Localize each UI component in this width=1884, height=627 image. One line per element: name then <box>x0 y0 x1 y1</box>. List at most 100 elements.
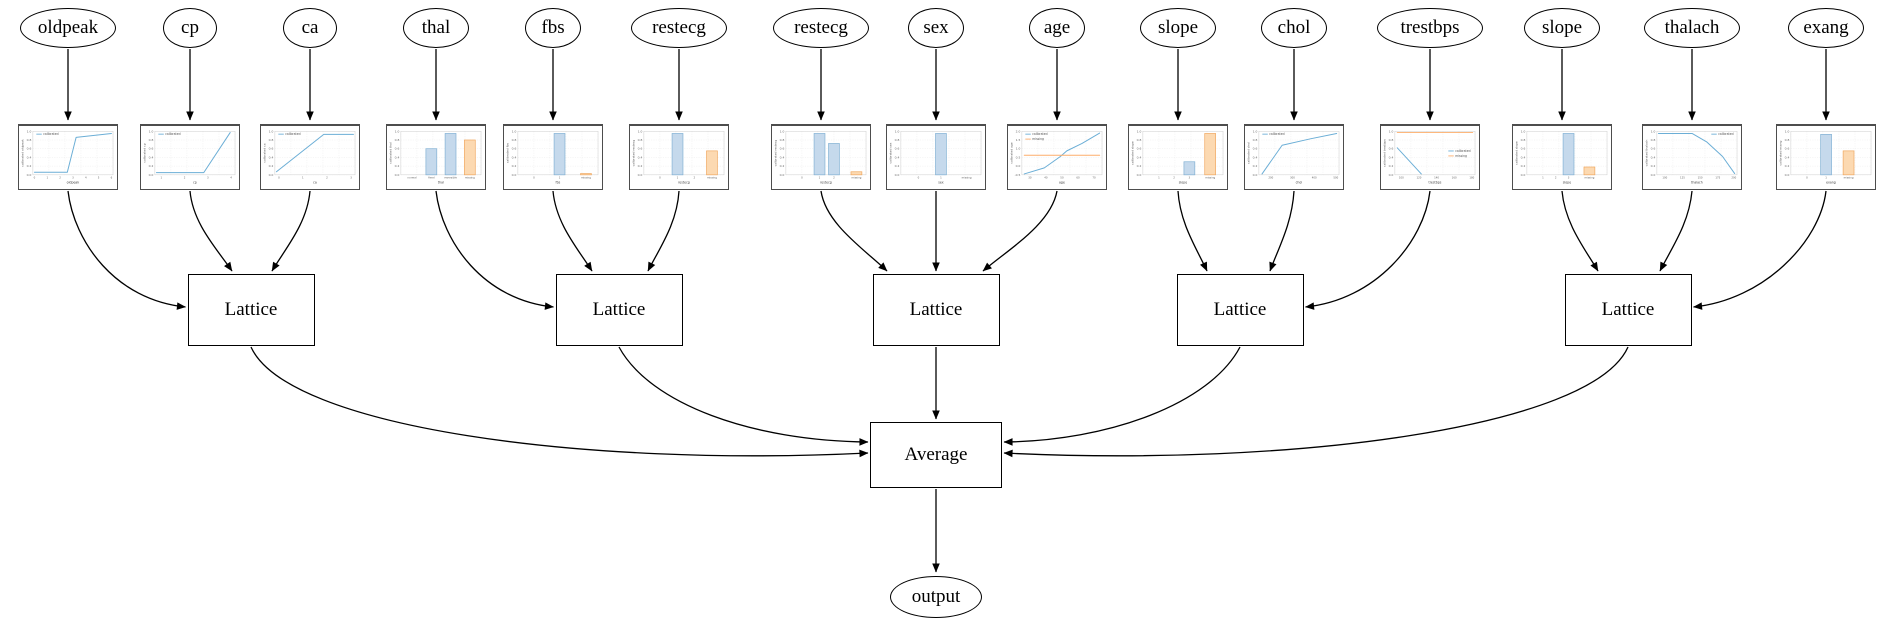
y-tick-label: 0.4 <box>1651 155 1656 159</box>
edge-lattice-to-average-2 <box>618 346 869 446</box>
feature-node-fbs: fbs <box>525 8 581 48</box>
y-tick-label: 0.6 <box>1137 146 1142 150</box>
blue-bar <box>813 132 826 175</box>
x-tick-label: missing <box>465 175 475 179</box>
x-tick-label: 3 <box>207 175 209 179</box>
y-tick-label: 0.6 <box>512 146 517 150</box>
y-tick-label: 0.0 <box>1016 164 1021 168</box>
feature-label: slope <box>1541 17 1583 38</box>
x-tick-label: 3 <box>1189 175 1191 179</box>
y-tick-label: 1.0 <box>395 129 400 133</box>
feature-label: thalach <box>1664 17 1720 38</box>
x-tick-label: 2 <box>1173 175 1175 179</box>
y-tick-label: 1.0 <box>149 129 154 133</box>
feature-label: slope <box>1157 17 1199 38</box>
x-tick-label: 2 <box>184 175 186 179</box>
y-tick-label: 1.0 <box>638 129 643 133</box>
x-tick-label: 175 <box>1715 175 1720 179</box>
y-tick-label: 0.8 <box>395 137 400 141</box>
y-tick-label: 0.0 <box>395 172 400 176</box>
x-tick-label: 1 <box>559 175 561 179</box>
y-tick-label: 0.8 <box>1253 137 1258 141</box>
blue-bar <box>1562 132 1575 175</box>
y-tick-label: 0.4 <box>269 155 274 159</box>
x-tick-label: 3 <box>72 175 74 179</box>
y-axis-label: calibrated sex <box>888 142 892 163</box>
x-tick-label: 2 <box>59 175 61 179</box>
x-axis-label: cp <box>193 180 197 184</box>
x-tick-label: 50 <box>1060 175 1064 179</box>
x-tick-label: 0 <box>34 175 36 179</box>
lattice-label: Lattice <box>1213 299 1267 320</box>
x-tick-label: 1 <box>1825 175 1827 179</box>
y-tick-label: 0.6 <box>269 146 274 150</box>
y-tick-label: 1.0 <box>1137 129 1142 133</box>
y-axis-label: calibrated restecg <box>773 139 777 166</box>
legend-label: calibrated <box>43 132 58 136</box>
blue-bar <box>425 147 438 175</box>
x-tick-label: 2 <box>694 175 696 179</box>
edge-plot-to-lattice-12 <box>1561 190 1599 272</box>
y-tick-label: 0.2 <box>1389 164 1394 168</box>
y-tick-label: 0.4 <box>1253 155 1258 159</box>
feature-node-restecg: restecg <box>631 8 727 48</box>
x-tick-label: missing <box>1584 175 1594 179</box>
feature-label: fbs <box>541 17 565 38</box>
lattice-label: Lattice <box>909 299 963 320</box>
x-tick-label: missing <box>1844 175 1854 179</box>
y-tick-label: 0.4 <box>1785 155 1790 159</box>
edge-plot-to-lattice-11 <box>1305 190 1431 310</box>
edge-lattice-to-average-5 <box>1003 346 1629 458</box>
edge-plot-to-lattice-5 <box>647 190 680 272</box>
y-tick-label: 0.8 <box>269 137 274 141</box>
feature-label: oldpeak <box>37 17 99 38</box>
blue-bar <box>553 132 566 175</box>
y-tick-label: 0.8 <box>1651 137 1656 141</box>
x-tick-label: missing <box>1205 175 1215 179</box>
output-label: output <box>911 586 961 607</box>
y-axis-label: calibrated slope <box>1130 141 1134 165</box>
series-calibrated <box>275 133 354 172</box>
y-tick-label: 0.6 <box>1521 146 1526 150</box>
lattice-node-4: Lattice <box>1176 274 1304 346</box>
y-tick-label: 0.6 <box>780 146 785 150</box>
x-tick-label: 2 <box>326 175 328 179</box>
x-tick-label: 40 <box>1044 175 1048 179</box>
y-axis-label: calibrated age <box>1009 142 1013 163</box>
feature-node-restecg: restecg <box>773 8 869 48</box>
edge-plot-to-lattice-0 <box>67 190 186 310</box>
feature-node-exang: exang <box>1788 8 1864 48</box>
y-axis-label: calibrated exang <box>1778 140 1782 165</box>
y-axis-label: calibrated oldpeak <box>20 139 24 167</box>
y-tick-label: 0.6 <box>895 146 900 150</box>
x-axis-label: age <box>1059 180 1065 184</box>
x-tick-label: 0 <box>918 175 920 179</box>
x-axis-label: thalach <box>1691 180 1703 184</box>
legend-label: missing <box>1455 154 1467 158</box>
y-tick-label: 0.4 <box>512 155 517 159</box>
y-tick-label: 0.0 <box>895 172 900 176</box>
x-axis-label: ca <box>313 180 317 184</box>
y-tick-label: 0.8 <box>512 137 517 141</box>
x-tick-label: reversible <box>444 175 457 179</box>
x-tick-label: 5 <box>98 175 100 179</box>
y-tick-label: 0.8 <box>895 137 900 141</box>
y-tick-label: 0.2 <box>638 164 643 168</box>
x-tick-label: 3 <box>1568 175 1570 179</box>
feature-node-slope: slope <box>1524 8 1600 48</box>
x-axis-label: slope <box>1563 180 1571 184</box>
feature-label: restecg <box>794 17 848 38</box>
y-tick-label: 1.0 <box>895 129 900 133</box>
y-tick-label: 0.0 <box>269 172 274 176</box>
x-tick-label: 70 <box>1092 175 1096 179</box>
feature-node-thal: thal <box>403 8 469 48</box>
y-tick-label: 0.8 <box>1521 137 1526 141</box>
edge-plot-to-lattice-1 <box>189 190 233 272</box>
